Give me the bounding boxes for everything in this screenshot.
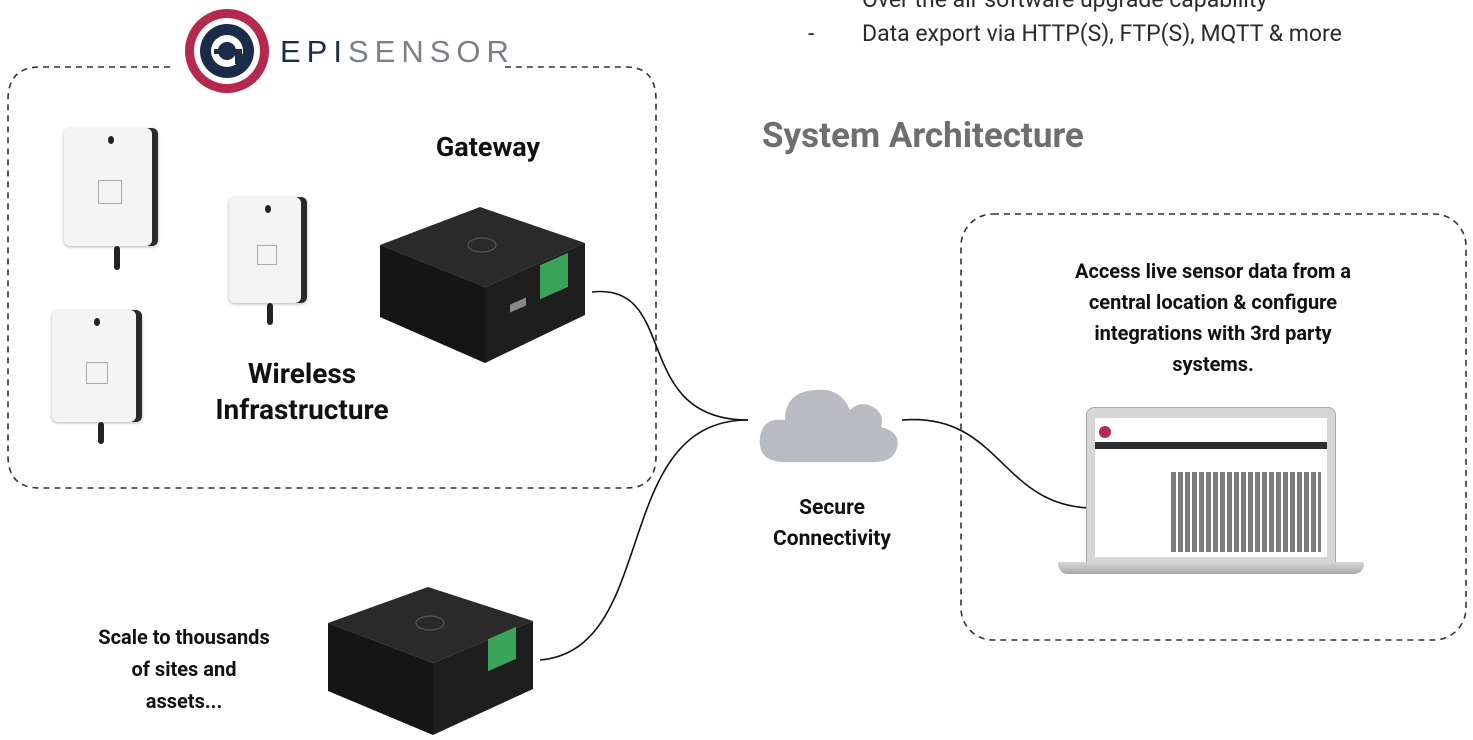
laptop-screen <box>1086 407 1336 564</box>
line-cloud-laptop <box>901 418 1091 509</box>
bullet-ota: Over the air software upgrade capability <box>862 0 1267 13</box>
bullet-ota-text: Over the air software upgrade capability <box>862 0 1267 13</box>
sensor-device-3 <box>52 310 147 445</box>
laptop <box>1058 407 1364 582</box>
sensor-device-2 <box>229 197 311 325</box>
logo-mark <box>185 9 269 93</box>
episensor-logo: EPISENSOR <box>182 8 509 94</box>
bullet-export-dash: - <box>808 20 815 47</box>
laptop-base <box>1058 562 1364 574</box>
section-title: System Architecture <box>762 115 1084 156</box>
logo-wordmark: EPISENSOR <box>280 34 515 70</box>
left-dashed-box <box>7 66 657 489</box>
bullet-export-text: Data export via HTTP(S), FTP(S), MQTT & … <box>862 20 1342 47</box>
line-gateway-cloud <box>591 290 749 421</box>
logo-sensor: SENSOR <box>347 34 515 69</box>
right-dashed-box <box>960 213 1467 641</box>
gateway-label: Gateway <box>435 131 541 163</box>
secure-connectivity-label: Secure Connectivity <box>773 496 891 551</box>
scale-label: Scale to thousands of sites and assets..… <box>98 625 270 713</box>
line-gateway2-cloud <box>539 419 749 661</box>
wireless-infrastructure-label: Wireless Infrastructure <box>215 357 389 426</box>
bullet-export: Data export via HTTP(S), FTP(S), MQTT & … <box>862 20 1342 47</box>
logo-epi: EPI <box>280 34 348 69</box>
sensor-device-1 <box>64 128 164 270</box>
gateway-device-2 <box>328 587 533 735</box>
gateway-device <box>380 207 585 363</box>
cloud-icon <box>759 389 898 462</box>
access-data-label: Access live sensor data from a central l… <box>1075 259 1351 376</box>
